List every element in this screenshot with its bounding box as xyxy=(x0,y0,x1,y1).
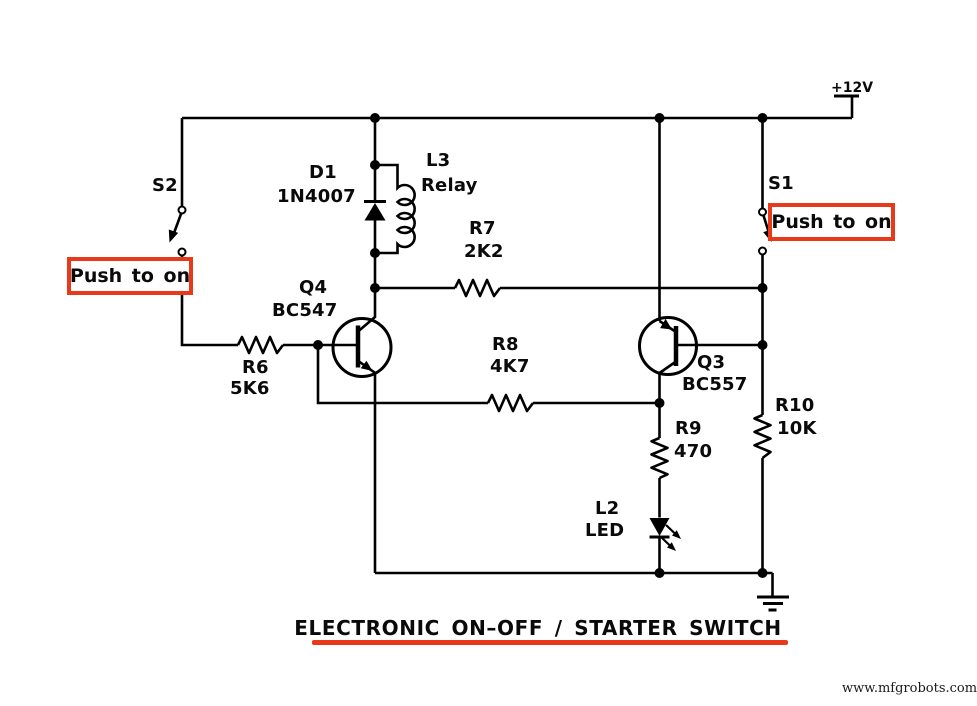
s1-push-to-on-callout: Push to on xyxy=(768,203,895,241)
r8-ref-label: R8 xyxy=(492,334,519,355)
q4-ref-label: Q4 xyxy=(299,277,328,298)
r8-value-label: 4K7 xyxy=(490,356,530,377)
l3-ref-label: L3 xyxy=(426,150,451,171)
diode-d1-symbol xyxy=(364,118,386,288)
resistor-r10-symbol xyxy=(753,413,772,573)
l2-value-label: LED xyxy=(585,520,625,541)
schematic-title: ELECTRONIC ON–OFF / STARTER SWITCH xyxy=(294,616,782,640)
junction-dots xyxy=(313,113,768,578)
watermark-text: www.mfgrobots.com xyxy=(842,681,977,696)
relay-coil-l3-symbol xyxy=(375,163,416,255)
switch-s1-symbol xyxy=(758,118,773,415)
switch-s2-symbol xyxy=(168,118,238,347)
r10-value-label: 10K xyxy=(777,418,817,439)
l2-ref-label: L2 xyxy=(595,498,620,519)
l3-value-label: Relay xyxy=(421,175,478,196)
d1-ref-label: D1 xyxy=(309,162,337,183)
r10-ref-label: R10 xyxy=(775,395,815,416)
r7-value-label: 2K2 xyxy=(464,241,504,262)
d1-value-label: 1N4007 xyxy=(277,186,356,207)
s2-ref-label: S2 xyxy=(152,175,178,196)
led-l2-symbol xyxy=(649,518,681,573)
r6-ref-label: R6 xyxy=(242,357,269,378)
transistor-q4-symbol xyxy=(331,288,393,573)
r9-value-label: 470 xyxy=(674,441,713,462)
title-block: ELECTRONIC ON–OFF / STARTER SWITCH xyxy=(290,616,788,645)
resistor-r7-symbol xyxy=(375,278,763,298)
resistor-r6-symbol xyxy=(236,335,357,355)
s1-ref-label: S1 xyxy=(768,173,794,194)
q3-ref-label: Q3 xyxy=(697,352,726,373)
top-power-rail-wire xyxy=(182,94,859,120)
s2-push-to-on-callout: Push to on xyxy=(67,257,193,295)
q3-value-label: BC557 xyxy=(682,374,748,395)
transistor-q3-symbol xyxy=(638,118,763,438)
r7-ref-label: R7 xyxy=(469,218,496,239)
r9-ref-label: R9 xyxy=(675,418,702,439)
resistor-r8-symbol xyxy=(316,345,660,413)
ground-symbol xyxy=(757,573,789,612)
title-underline xyxy=(312,640,788,645)
supply-12v-label: +12V xyxy=(831,80,874,96)
q4-value-label: BC547 xyxy=(272,300,338,321)
r6-value-label: 5K6 xyxy=(230,378,270,399)
resistor-r9-symbol xyxy=(650,436,669,518)
